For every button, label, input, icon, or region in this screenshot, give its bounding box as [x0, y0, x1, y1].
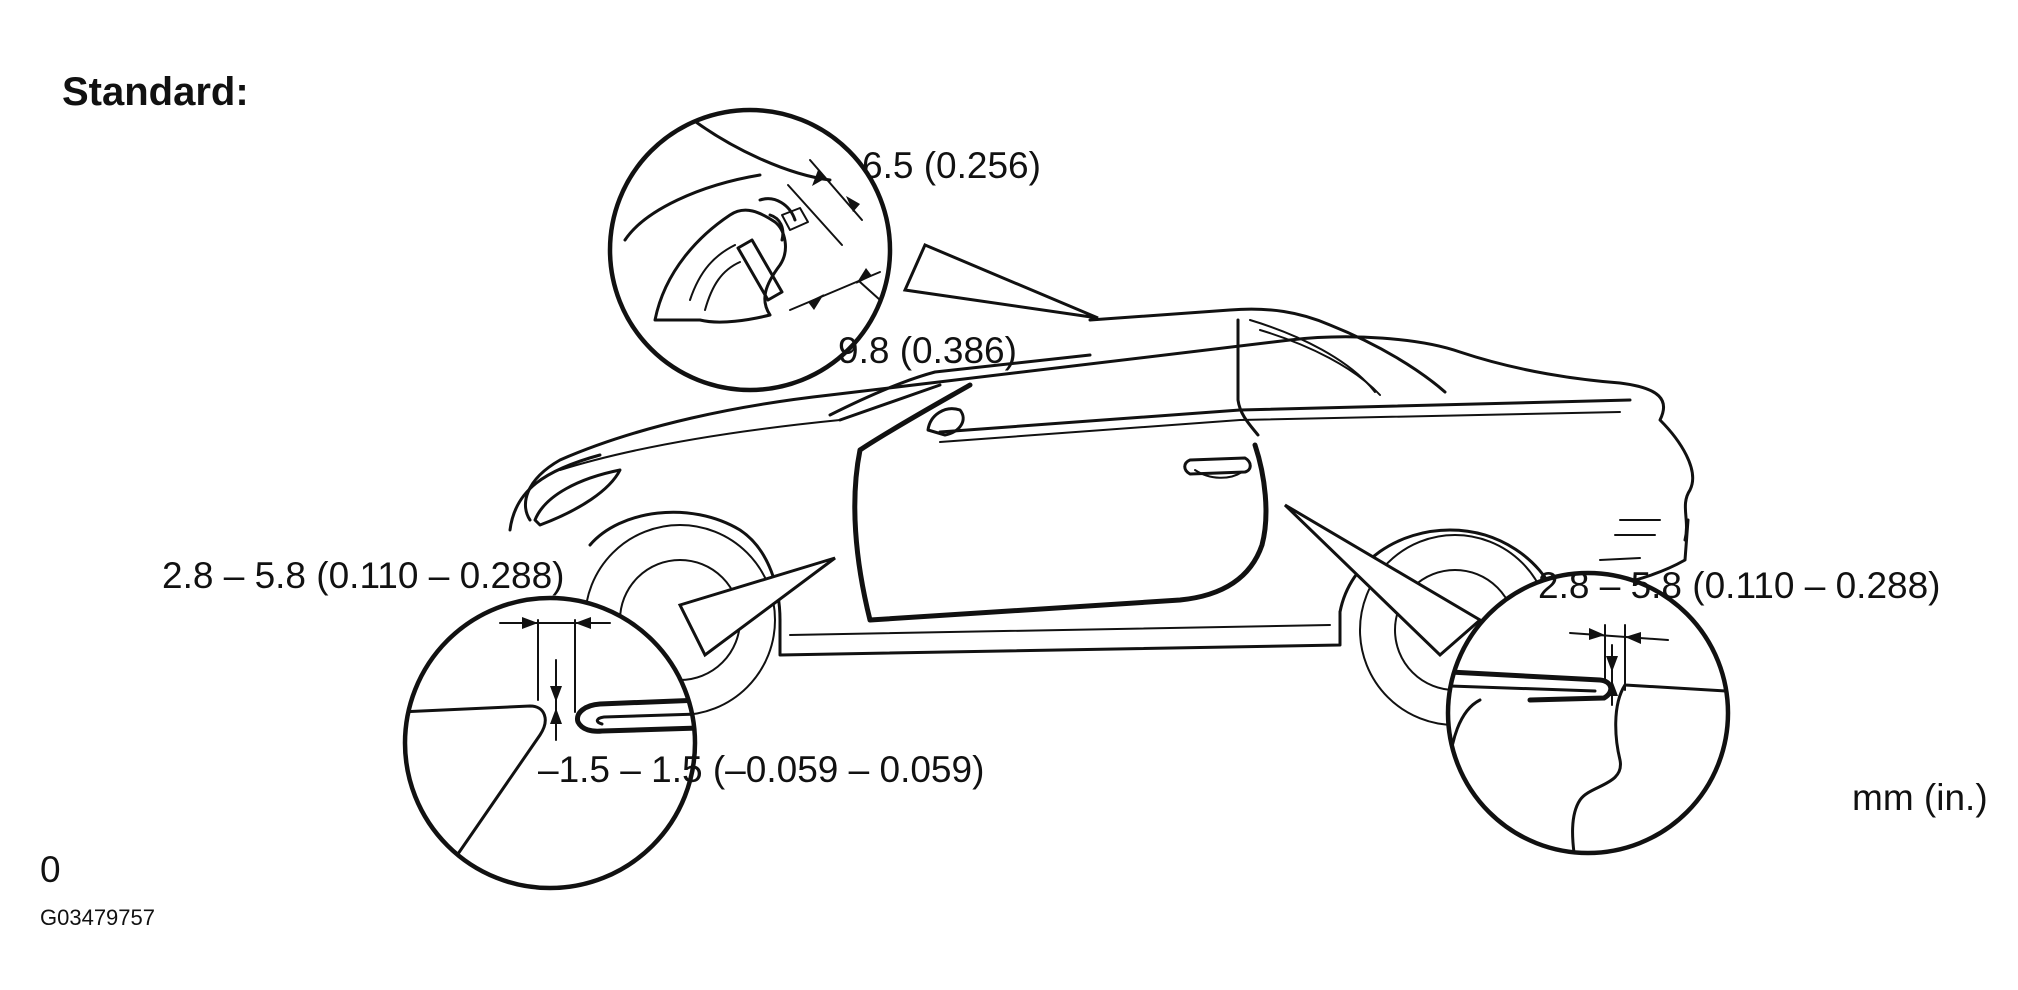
front-gap-dimension: 2.8 – 5.8 (0.110 – 0.288) [162, 555, 565, 596]
door-inner-panel [595, 712, 695, 726]
front-detail-callout-pointer [677, 556, 836, 658]
hood-line [559, 419, 841, 471]
glass-edge [736, 238, 784, 302]
rear-detail-callout-pointer [1283, 503, 1483, 658]
roof-flush-dimension: 9.8 (0.386) [838, 330, 1017, 371]
a-pillar [838, 383, 942, 422]
arrow-roof-gap-b [846, 196, 860, 212]
door-panel-hem [574, 697, 695, 734]
rocker-panel-inner [789, 624, 1331, 636]
rear-window-line [1249, 319, 1376, 393]
fender-edge [405, 704, 547, 882]
retainer-clip [781, 207, 809, 231]
door-rear-inner [1448, 684, 1597, 693]
door-outline [852, 382, 1269, 623]
rear-lower-lines [1614, 519, 1661, 536]
arrow-rear-gap-a [1589, 628, 1605, 640]
door-handle-recess [1194, 469, 1243, 479]
front-door-detail [402, 556, 836, 891]
arrow-front-flush-a [550, 686, 562, 702]
weatherstrip-lip [758, 197, 797, 242]
unit-label: mm (in.) [1852, 777, 1988, 818]
arrow-rear-gap-b [1625, 632, 1641, 644]
roof-outer-curve [623, 173, 762, 242]
figure-id: G03479757 [40, 905, 155, 930]
standard-title: Standard: [62, 70, 249, 114]
weatherstrip-inner [689, 244, 741, 311]
arrow-front-gap-b [575, 617, 591, 629]
rear-detail-circle [1445, 570, 1731, 856]
rocker-panel [778, 610, 1342, 657]
quarter-panel-edge [1571, 683, 1728, 853]
front-detail-circle [402, 595, 698, 891]
roof-gap-dimension: 6.5 (0.256) [862, 145, 1041, 186]
rear-window-line-2 [1259, 329, 1381, 396]
b-pillar [1236, 318, 1260, 437]
roof-detail-callout-pointer [902, 243, 1099, 320]
corner-code: 0 [40, 849, 61, 890]
rear-door-detail [1283, 503, 1731, 856]
side-mirror [926, 407, 965, 437]
roof-seal-detail [607, 107, 1099, 393]
arrow-roof-flush-a [808, 294, 824, 310]
dim-line-roof-gap-b [787, 184, 843, 246]
roof-line [1088, 307, 1447, 394]
arrow-front-flush-b [550, 708, 562, 724]
windshield [828, 353, 1092, 417]
dim-ext-roof-flush [859, 281, 881, 301]
rear-gap-dimension: 2.8 – 5.8 (0.110 – 0.288) [1538, 565, 1941, 606]
rear-trim-line [1599, 557, 1641, 561]
roof-panel-curve [678, 110, 832, 182]
car-body-outline [523, 335, 1695, 542]
headlight [533, 468, 622, 527]
front-flush-dimension: –1.5 – 1.5 (–0.059 – 0.059) [538, 749, 984, 790]
door-handle [1183, 456, 1252, 476]
door-edge-seal [700, 690, 710, 740]
belt-line-lower [939, 411, 1621, 443]
arrow-roof-flush-b [856, 268, 872, 284]
car-lower-front-line [508, 453, 602, 532]
arrow-roof-gap-a [812, 170, 826, 186]
arrow-rear-flush-a [1606, 656, 1618, 672]
arrow-rear-flush-b [1606, 680, 1618, 696]
belt-line [938, 398, 1632, 434]
arrow-front-gap-a [522, 617, 538, 629]
dim-line-rear-gap [1569, 632, 1669, 641]
